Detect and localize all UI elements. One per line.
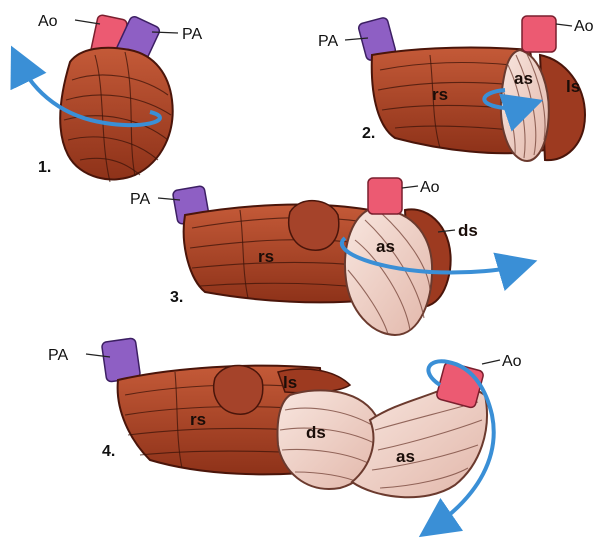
band-hump [289,201,339,251]
aorta-vessel [522,16,556,52]
ao-leader-2 [556,24,572,26]
panel-number-2: 2. [362,125,375,142]
panel-number-1: 1. [38,159,51,176]
ao-label-1: Ao [38,13,58,30]
ls-label-4: ls [283,373,297,392]
rs-label-4: rs [190,410,206,429]
ao-label-4: Ao [502,353,522,370]
ao-leader-4 [482,360,500,364]
aorta-vessel [368,178,402,214]
panel-2: PA Ao rs as ls 2. [318,16,594,161]
panel-number-4: 4. [102,443,115,460]
as-label-4: as [396,447,415,466]
ao-label-2: Ao [574,18,594,35]
panel-3: PA Ao rs as ds 3. [130,178,522,335]
pa-label-2: PA [318,33,338,50]
pa-label-3: PA [130,191,150,208]
ao-label-3: Ao [420,179,440,196]
as-label-2: as [514,69,533,88]
as-label-3: as [376,237,395,256]
panel-4: PA Ao rs ls ds as 4. [48,338,522,528]
pa-label-4: PA [48,347,68,364]
panel-number-3: 3. [170,289,183,306]
panel-1: Ao PA 1. [18,13,202,182]
rs-label-2: rs [432,85,448,104]
band-hump [214,365,263,414]
ls-label-2: ls [566,77,580,96]
ao-leader-3 [402,186,418,188]
ds-label-3: ds [458,221,478,240]
pa-label-1: PA [182,26,202,43]
rs-label-3: rs [258,247,274,266]
ds-label-4: ds [306,423,326,442]
